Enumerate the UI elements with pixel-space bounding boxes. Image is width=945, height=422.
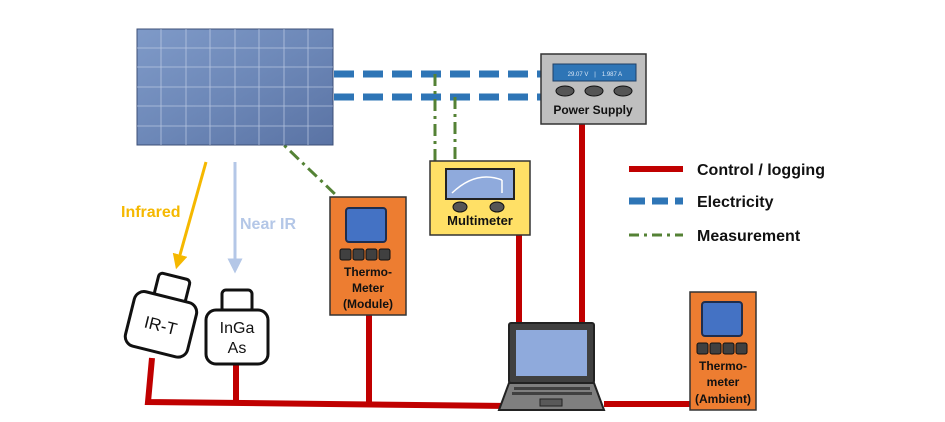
thermo-ambient-line2: meter	[707, 375, 740, 389]
power-supply-current: 1.987 A	[602, 72, 622, 78]
power-supply-label: Power Supply	[553, 103, 633, 117]
thermometer-ambient: Thermo- meter (Ambient)	[689, 291, 757, 411]
control-wiring	[144, 124, 690, 409]
solar-panel-icon	[136, 28, 334, 146]
measurement-wiring	[234, 74, 457, 199]
legend-item-control: Control / logging	[629, 162, 825, 179]
legend-item-electricity: Electricity	[629, 194, 774, 211]
ir-t-sensor: IR-T	[123, 271, 199, 359]
power-supply-separator: |	[594, 72, 596, 78]
thermo-module-line3: (Module)	[343, 297, 393, 311]
legend-label-control: Control / logging	[697, 162, 825, 179]
electricity-wiring	[334, 70, 541, 101]
thermo-module-line1: Thermo-	[344, 265, 392, 279]
legend-label-electricity: Electricity	[697, 194, 774, 211]
laptop-icon	[497, 322, 606, 411]
legend: Control / logging Electricity Measuremen…	[629, 162, 825, 245]
power-supply: 29.07 V | 1.987 A Power Supply	[540, 53, 647, 125]
near-ir-ray: Near IR	[227, 162, 296, 274]
measurement-line-panel-thermo	[234, 97, 340, 199]
control-line-ir-t	[144, 357, 511, 409]
legend-item-measurement: Measurement	[629, 228, 801, 245]
thermometer-module: Thermo- Meter (Module)	[329, 196, 407, 316]
multimeter-label: Multimeter	[447, 213, 513, 228]
ingaas-label-line1: InGa	[220, 320, 255, 337]
infrared-ray: Infrared	[121, 161, 208, 270]
infrared-label: Infrared	[121, 204, 181, 221]
multimeter: Multimeter	[429, 160, 531, 236]
thermo-module-line2: Meter	[352, 281, 384, 295]
legend-label-measurement: Measurement	[697, 228, 801, 245]
near-ir-label: Near IR	[240, 216, 296, 233]
ingaas-sensor: InGa As	[204, 288, 270, 366]
thermo-ambient-line3: (Ambient)	[695, 392, 751, 406]
power-supply-voltage: 29.07 V	[568, 72, 589, 78]
ingaas-label-line2: As	[228, 340, 247, 357]
thermo-ambient-line1: Thermo-	[699, 359, 747, 373]
